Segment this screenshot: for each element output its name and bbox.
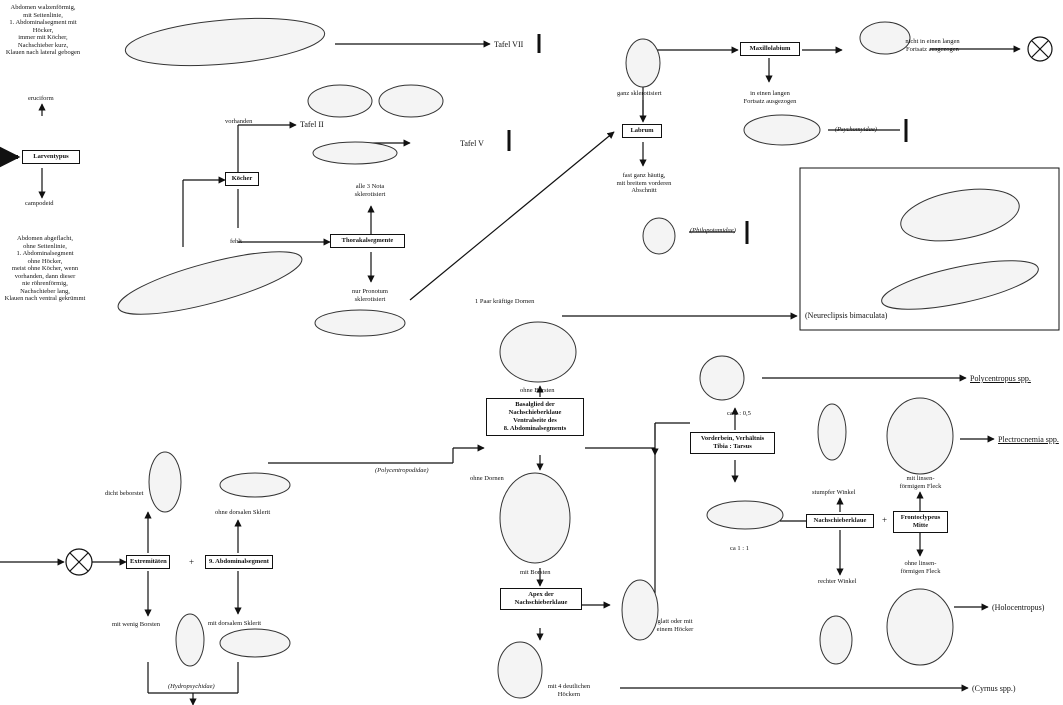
polycentropus-label: Polycentropus spp.: [970, 374, 1031, 383]
tafel-vii-label: Tafel VII: [494, 40, 524, 49]
labrum-drawing-top: [625, 38, 661, 88]
labrum-box: Labrum: [622, 124, 662, 138]
rechter-winkel-label: rechter Winkel: [818, 578, 857, 585]
in-langen-fortsatz-label: in einen langen Fortsatz ausgezogen: [743, 90, 797, 105]
maxillolabium-drawing-bottom: [743, 114, 821, 146]
campodeid-label: campodeid: [25, 200, 54, 207]
tafel-v-label: Tafel V: [460, 139, 484, 148]
nicht-langen-fortsatz-label: nicht in einen langen Fortsatz ausgezoge…: [905, 38, 960, 53]
psychomyidae-label: (Psychomyidae): [835, 126, 877, 133]
frontoclypeus-box: Frontoclypeus Mitte: [893, 511, 948, 533]
mit-wenig-borsten-label: mit wenig Borsten: [112, 621, 161, 628]
vorhanden-label: vorhanden: [225, 118, 253, 125]
larventypus-box: Larventypus: [22, 150, 80, 164]
claw-drawing-humps: [497, 641, 543, 699]
thorakalsegmente-box: Thorakalsegmente: [330, 234, 405, 248]
plectrocnemia-label: Plectrocnemia spp.: [998, 435, 1059, 444]
basalglied-box: Basalglied der Nachschieberklaue Ventral…: [486, 398, 584, 436]
head-capsule-drawing-top: [886, 397, 954, 475]
leg-drawing-11: [706, 500, 784, 530]
head-capsule-drawing-bottom: [886, 588, 954, 666]
campodeid-description: Abdomen abgeflacht, ohne Seitenlinie, 1.…: [4, 235, 86, 302]
illustrations: [117, 17, 1039, 699]
mit-borsten-label: mit Borsten: [520, 569, 551, 576]
ohne-linsen-label: ohne linsen- förmigen Fleck: [900, 560, 941, 575]
leg-drawing-05: [699, 355, 745, 401]
holocentropus-label: (Holocentropus): [992, 603, 1045, 612]
claw-drawing-blunt: [817, 403, 847, 461]
head-drawing-1: [307, 84, 373, 118]
segment-drawing-bristles: [499, 472, 571, 564]
claw-drawing-right: [819, 615, 853, 665]
fast-ganz-haeutig-label: fast ganz häutig, mit breitem vorderen A…: [616, 172, 672, 194]
philopotamidae-label: (Philopotamidae): [690, 227, 736, 234]
polycentropodidae-label: (Polycentropodidae): [375, 467, 429, 474]
tafel-ii-label: Tafel II: [300, 120, 324, 129]
neureclipsis-larva-drawing: [881, 260, 1039, 310]
cyrnus-label: (Cyrnus spp.): [972, 684, 1016, 693]
extremitaeten-box: Extremitäten: [126, 555, 170, 569]
maxillolabium-box: Maxillolabium: [740, 42, 800, 56]
labrum-drawing-bottom: [642, 217, 676, 255]
thorax-drawing-bottom: [314, 309, 406, 337]
abdominalsegment-9-box: 9. Abdominalsegment: [205, 555, 273, 569]
abd-segment-drawing-no-sclerite: [219, 472, 291, 498]
claw-drawing-smooth: [621, 579, 659, 641]
leg-drawing-sparse: [175, 613, 205, 667]
fehlt-label: fehlt: [230, 238, 242, 245]
eruciform-larva-drawing: [124, 17, 326, 67]
segment-drawing-spines: [499, 321, 577, 383]
neureclipsis-case-drawing: [900, 188, 1020, 242]
eruciform-description: Abdomen walzenförmig, mit Seitenlinie, 1…: [5, 4, 81, 56]
vorderbein-box: Vorderbein, Verhältnis Tibia : Tarsus: [690, 432, 775, 454]
nachschieberklaue-box: Nachschieberklaue: [806, 514, 874, 528]
ohne-dorsalen-sklerit-label: ohne dorsalen Sklerit: [215, 509, 271, 516]
ohne-borsten-label: ohne Borsten: [520, 387, 555, 394]
nur-pronotum-label: nur Pronotum sklerotisiert: [352, 288, 388, 303]
plus-sign-right: +: [882, 515, 888, 525]
plus-sign-left: +: [189, 557, 195, 567]
apex-box: Apex der Nachschieberklaue: [500, 588, 582, 610]
ohne-dornen-label: ohne Dornen: [470, 475, 504, 482]
ratio-05-label: ca 1 : 0,5: [727, 410, 751, 417]
ratio-11-label: ca 1 : 1: [730, 545, 749, 552]
maxillolabium-drawing-top: [859, 21, 911, 55]
mit-dorsalem-sklerit-label: mit dorsalem Sklerit: [208, 620, 262, 627]
koecher-box: Köcher: [225, 172, 259, 186]
leg-drawing-bristled: [148, 451, 182, 513]
hydropsychidae-label: (Hydropsychidae): [168, 683, 215, 690]
ganz-sklerotisiert-label: ganz sklerotisiert: [617, 90, 662, 97]
head-drawing-2: [378, 84, 444, 118]
abd-segment-drawing-sclerite: [219, 628, 291, 658]
glatt-hoecker-label: glatt oder mit einem Höcker: [656, 618, 694, 633]
dicht-beborstet-label: dicht beborstet: [105, 490, 144, 497]
eruciform-label: eruciform: [28, 95, 54, 102]
alle-3-nota-label: alle 3 Nota sklerotisiert: [354, 183, 386, 198]
thorax-drawing-top: [312, 141, 398, 165]
neureclipsis-label: (Neureclipsis bimaculata): [805, 311, 888, 320]
campodeid-larva-drawing: [117, 251, 303, 315]
mit-linsen-label: mit linsen- förmigem Fleck: [899, 475, 942, 490]
stumpfer-winkel-label: stumpfer Winkel: [812, 489, 856, 496]
mit-4-hoeckern-label: mit 4 deutlichen Höckern: [547, 683, 591, 698]
ein-paar-dornen-label: 1 Paar kräftige Dornen: [475, 298, 535, 305]
